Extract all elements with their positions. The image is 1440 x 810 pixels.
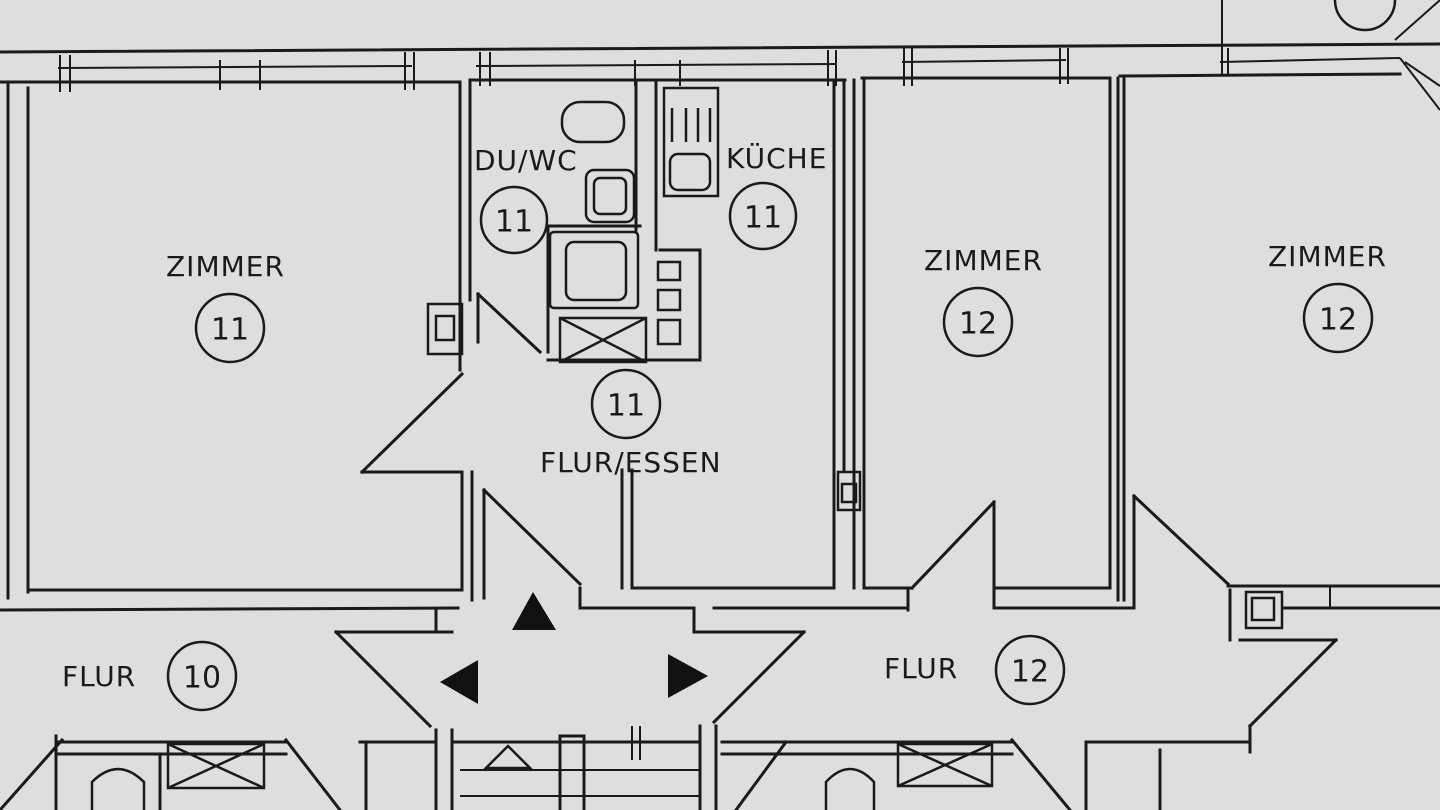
zimmer-11-number-circle — [194, 292, 266, 364]
du-wc-number: 11 — [495, 205, 533, 240]
du-wc-label: DU/WC — [474, 144, 578, 177]
exterior-wall-left — [6, 80, 30, 600]
zimmer-12b-number: 12 — [1319, 303, 1357, 338]
flur-10-label: FLUR — [62, 660, 136, 693]
zimmer-12b-number-circle — [1302, 282, 1374, 354]
shower-tray-icon — [548, 230, 640, 310]
flur-10-number: 10 — [183, 661, 221, 696]
flur-12-number: 12 — [1011, 655, 1049, 690]
zimmer-11-number: 11 — [211, 313, 249, 348]
zimmer-12a-label: ZIMMER — [924, 244, 1043, 277]
zimmer-12a-walls — [852, 76, 1120, 610]
bath-kitchen-walls — [546, 80, 702, 362]
zimmer-11-label: ZIMMER — [166, 250, 285, 283]
zimmer-12b-label: ZIMMER — [1268, 240, 1387, 273]
zimmer-12a-number-circle — [942, 286, 1014, 358]
stairwell-walls — [333, 588, 1339, 729]
flur-essen-number-circle — [590, 368, 662, 440]
bathroom-fixtures — [548, 100, 648, 364]
partial-circle-top-right — [1333, 0, 1397, 32]
kueche-label: KÜCHE — [726, 141, 827, 175]
lower-floor-walls — [0, 724, 1252, 810]
small-shafts — [426, 302, 1284, 630]
flur-essen-label: FLUR/ESSEN — [540, 446, 722, 479]
toilet-icon — [584, 168, 636, 224]
du-wc-number-circle — [479, 185, 549, 255]
zimmer-11-walls — [0, 80, 474, 612]
flur-12-label: FLUR — [884, 652, 958, 685]
flur-essen-walls — [359, 78, 846, 610]
flur-12-number-circle — [994, 634, 1066, 706]
sink-icon — [560, 100, 626, 144]
flur-essen-number: 11 — [607, 389, 645, 424]
shaft-icon — [558, 316, 648, 364]
arrow-right-icon — [668, 654, 708, 698]
exterior-wall-top — [0, 0, 1440, 111]
kueche-number: 11 — [744, 201, 782, 236]
kitchen-fixtures — [656, 86, 720, 346]
zimmer-12a-number: 12 — [959, 307, 997, 342]
arrow-up-icon — [512, 592, 556, 630]
stove-icon — [662, 86, 720, 198]
arrow-left-icon — [440, 660, 478, 704]
zimmer-12b-walls — [1122, 76, 1440, 610]
flur-10-number-circle — [166, 640, 238, 712]
kueche-number-circle — [728, 181, 798, 251]
